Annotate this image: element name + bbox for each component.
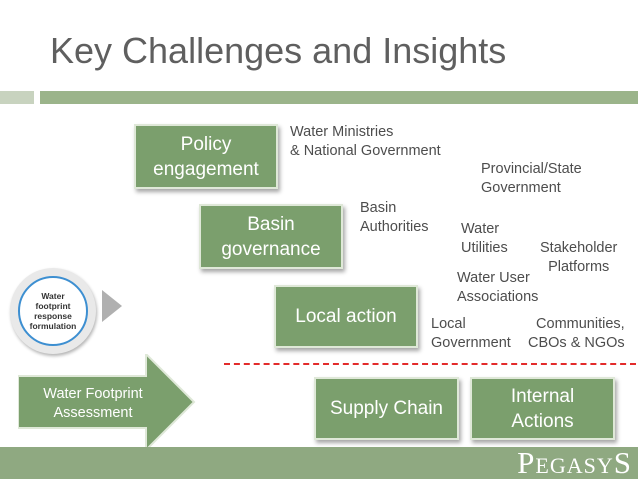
header-band xyxy=(40,91,638,104)
footer-band xyxy=(0,447,638,479)
supply-chain-box: Supply Chain xyxy=(314,377,459,440)
pegasys-logo: PEGASYS xyxy=(517,445,632,480)
water-ministries-label: Water Ministries & National Government xyxy=(290,124,441,159)
policy-engagement-label: Policy engagement xyxy=(153,133,259,180)
provincial-government-label: Provincial/State Government xyxy=(481,161,582,196)
header-band-left xyxy=(0,91,34,104)
water-footprint-badge: Water footprint response formulation xyxy=(10,268,96,354)
water-user-associations-label: Water User Associations xyxy=(457,270,539,305)
basin-authorities-label: Basin Authorities xyxy=(360,200,429,235)
internal-actions-label: Internal Actions xyxy=(510,385,575,432)
policy-engagement-box: Policy engagement xyxy=(134,124,278,189)
local-action-label: Local action xyxy=(295,306,397,327)
play-triangle-icon xyxy=(102,290,122,322)
assessment-arrow-icon xyxy=(18,354,196,450)
badge-label: Water footprint response formulation xyxy=(29,291,77,331)
stakeholder-platforms-label: Stakeholder Platforms xyxy=(540,240,618,275)
dashed-divider xyxy=(224,363,636,365)
supply-chain-label: Supply Chain xyxy=(329,398,444,419)
local-government-label: Local Government xyxy=(431,316,511,351)
basin-governance-box: Basin governance xyxy=(199,204,343,269)
internal-actions-box: Internal Actions xyxy=(470,377,615,440)
water-utilities-label: Water Utilities xyxy=(461,221,508,256)
assessment-arrow-label: Water Footprint Assessment xyxy=(43,386,143,421)
badge-inner-circle: Water footprint response formulation xyxy=(18,276,88,346)
communities-label: Communities, CBOs & NGOs xyxy=(528,316,625,351)
local-action-box: Local action xyxy=(274,285,418,348)
basin-governance-label: Basin governance xyxy=(221,213,321,260)
slide-title: Key Challenges and Insights xyxy=(50,30,507,71)
